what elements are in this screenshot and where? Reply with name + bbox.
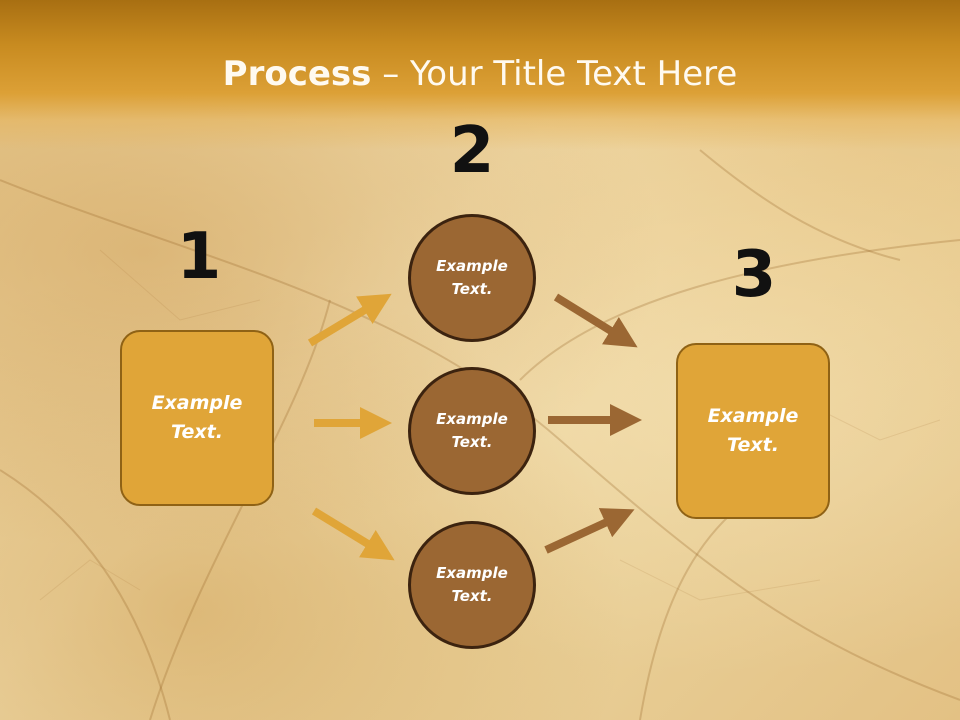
title-dash: – <box>371 54 411 94</box>
arrow-circle-top-to-box3 <box>553 293 638 348</box>
step-1-label-line1: Example <box>151 392 243 414</box>
circle-bottom-label-line1: Example <box>436 564 508 582</box>
title-rest: Your Title Text Here <box>410 54 738 94</box>
title-bold: Process <box>222 54 372 94</box>
step-2-circle-top: Example Text. <box>408 214 536 342</box>
step-1-label-line2: Text. <box>171 421 223 443</box>
circle-middle-label-line1: Example <box>436 410 508 428</box>
step-2-circle-middle: Example Text. <box>408 367 536 495</box>
slide-title: Process – Your Title Text Here <box>0 52 960 96</box>
step-3-box: Example Text. <box>676 343 830 519</box>
header-bar <box>0 0 960 150</box>
step-number-3: 3 <box>731 238 777 312</box>
circle-top-label-line1: Example <box>436 257 508 275</box>
arrow-circle-bottom-to-box3 <box>544 508 635 554</box>
arrow-box1-to-circle-bottom <box>311 507 395 561</box>
circle-middle-label-line2: Text. <box>451 433 493 451</box>
step-number-2: 2 <box>449 114 495 188</box>
step-1-box: Example Text. <box>120 330 274 506</box>
step-3-label-line1: Example <box>707 405 799 427</box>
step-2-circle-bottom: Example Text. <box>408 521 536 649</box>
step-number-1: 1 <box>176 220 222 294</box>
step-3-label-line2: Text. <box>727 434 779 456</box>
arrow-box1-to-circle-top <box>307 293 392 347</box>
circle-bottom-label-line2: Text. <box>451 587 493 605</box>
circle-top-label-line2: Text. <box>451 280 493 298</box>
